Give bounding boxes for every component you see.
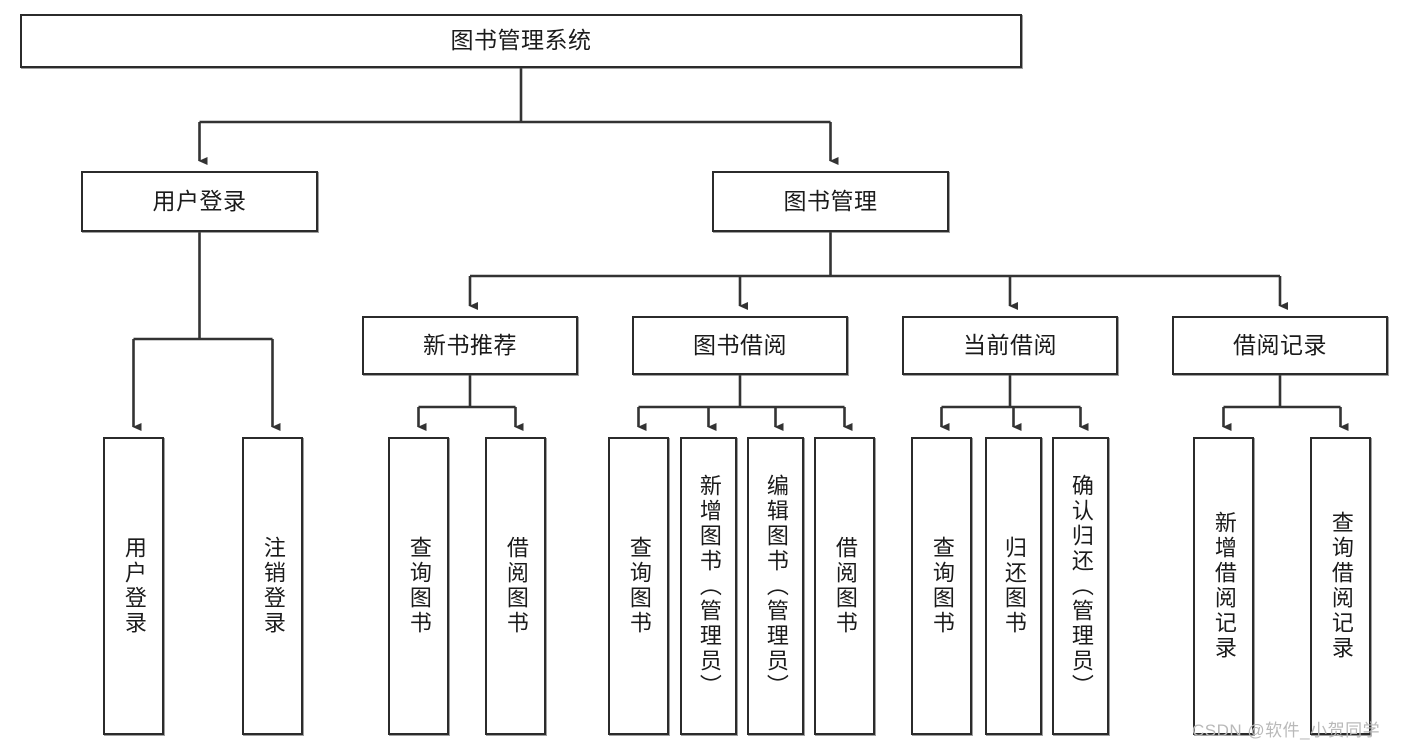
node-label: 用户登录 [121,536,147,636]
node-label: 查询借阅记录 [1328,511,1354,661]
node-label: 查询图书 [929,536,955,636]
node-label: 新增图书（管理员） [696,473,722,699]
node-label: 确认归还（管理员） [1068,473,1094,699]
node-label: 借阅图书 [503,536,529,636]
node-leaf-query-record[interactable]: 查询借阅记录 [1310,437,1371,735]
node-book-manage[interactable]: 图书管理 [712,171,949,232]
node-label: 图书管理 [783,187,878,214]
node-leaf-borrow-book-1[interactable]: 借阅图书 [485,437,546,735]
node-leaf-add-record[interactable]: 新增借阅记录 [1193,437,1254,735]
node-current-borrow[interactable]: 当前借阅 [902,316,1118,375]
node-leaf-query-book-1[interactable]: 查询图书 [388,437,449,735]
node-book-borrow[interactable]: 图书借阅 [632,316,848,375]
node-borrow-record[interactable]: 借阅记录 [1172,316,1388,375]
node-leaf-edit-book[interactable]: 编辑图书（管理员） [747,437,804,735]
node-label: 查询图书 [626,536,652,636]
node-label: 借阅图书 [832,536,858,636]
node-root[interactable]: 图书管理系统 [20,14,1022,68]
node-leaf-user-login[interactable]: 用户登录 [103,437,164,735]
node-leaf-confirm-return[interactable]: 确认归还（管理员） [1052,437,1109,735]
node-leaf-add-book[interactable]: 新增图书（管理员） [680,437,737,735]
node-label: 编辑图书（管理员） [763,473,789,699]
node-leaf-query-book-3[interactable]: 查询图书 [911,437,972,735]
node-label: 用户登录 [152,187,247,214]
node-new-book-rec[interactable]: 新书推荐 [362,316,578,375]
node-label: 当前借阅 [963,331,1057,358]
node-leaf-borrow-book-2[interactable]: 借阅图书 [814,437,875,735]
node-leaf-query-book-2[interactable]: 查询图书 [608,437,669,735]
node-leaf-logout[interactable]: 注销登录 [242,437,303,735]
node-label: 归还图书 [1001,536,1027,636]
node-label: 图书借阅 [693,331,787,358]
node-label: 图书管理系统 [450,27,592,54]
node-user-login[interactable]: 用户登录 [81,171,318,232]
node-label: 新增借阅记录 [1211,511,1237,661]
node-label: 新书推荐 [423,331,517,358]
node-label: 查询图书 [406,536,432,636]
node-label: 注销登录 [260,536,286,636]
node-leaf-return-book[interactable]: 归还图书 [985,437,1042,735]
node-label: 借阅记录 [1233,331,1327,358]
